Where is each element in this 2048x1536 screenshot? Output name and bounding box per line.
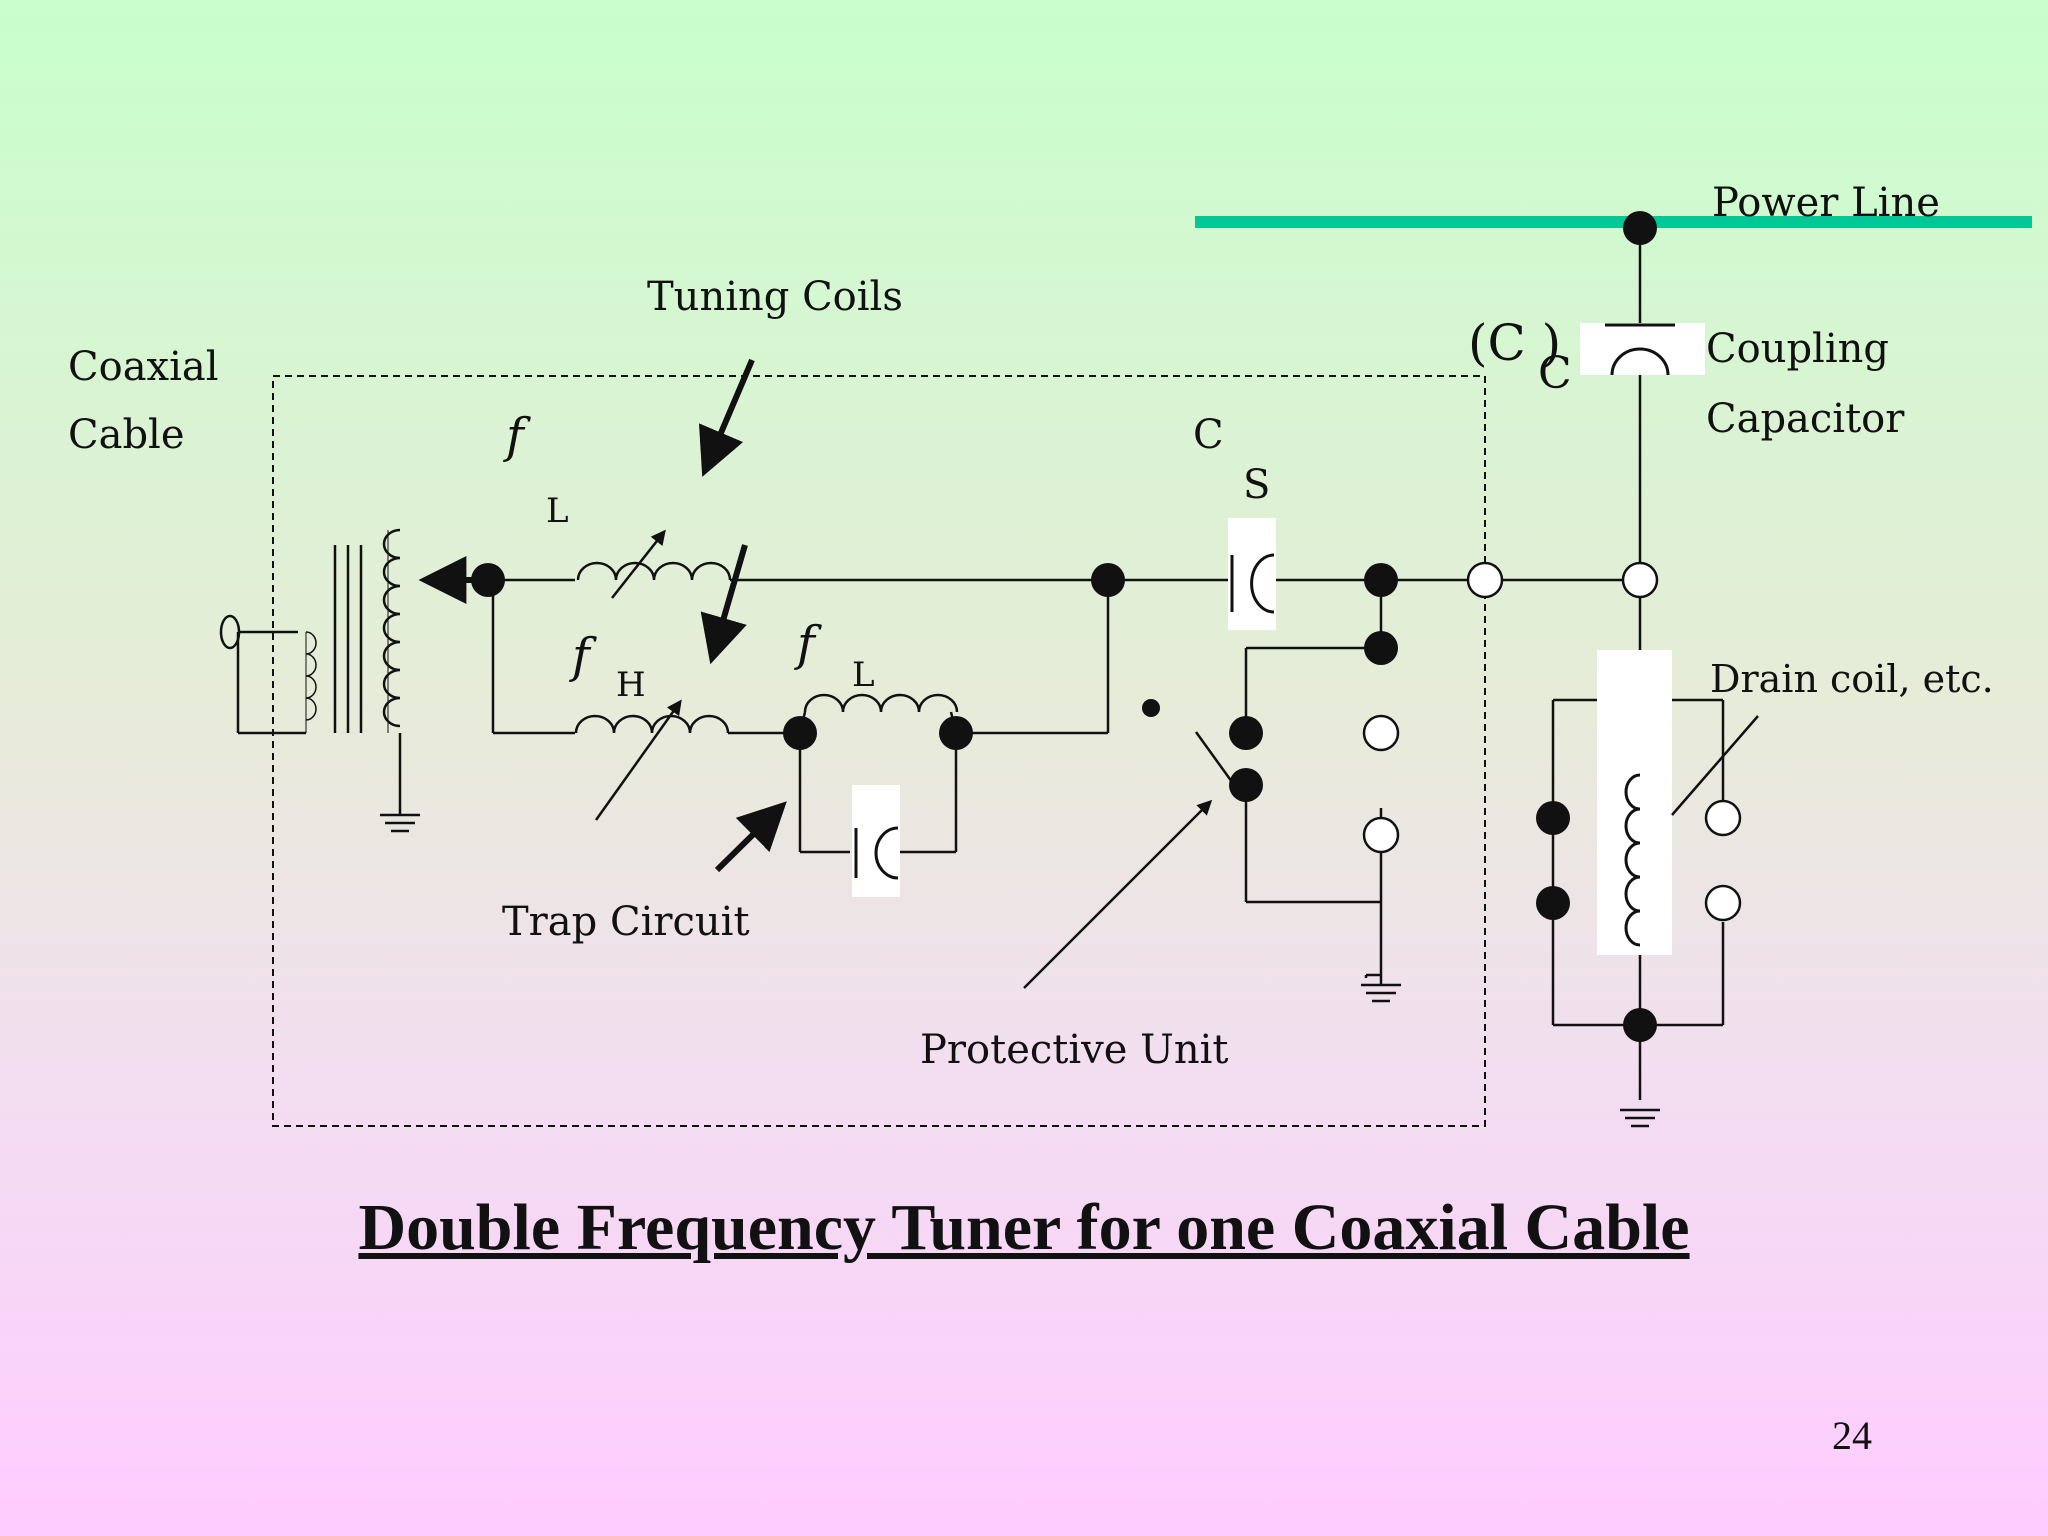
drain-coil-label: Drain coil, etc. bbox=[1710, 657, 1994, 701]
fH-symbol: f bbox=[569, 628, 597, 684]
tuning-coils-label: Tuning Coils bbox=[647, 274, 903, 320]
trap-fL-subscript: L bbox=[852, 655, 875, 695]
fL-symbol: f bbox=[503, 408, 531, 464]
tuning-coils-arrow-2 bbox=[700, 544, 748, 665]
coupling-capacitor bbox=[1580, 323, 1705, 376]
trap-fL-symbol: f bbox=[794, 616, 822, 672]
coaxial-cable-label: Coaxial bbox=[68, 344, 219, 390]
drain-coil bbox=[1597, 650, 1672, 955]
trap-node-left bbox=[783, 716, 817, 750]
coupling-capacitor-label: Coupling bbox=[1706, 326, 1889, 372]
drain-terminal-1 bbox=[1704, 799, 1742, 837]
drain-ground-node bbox=[1623, 1008, 1657, 1042]
fL-subscript: L bbox=[546, 491, 569, 531]
terminal-line-node bbox=[1621, 561, 1659, 599]
pu-switch-node-2 bbox=[1229, 768, 1263, 802]
series-capacitor-cs bbox=[1228, 518, 1276, 630]
pu-node-1 bbox=[1364, 563, 1398, 597]
drain-node-1 bbox=[1536, 801, 1570, 835]
pu-switch-node-1 bbox=[1229, 716, 1263, 750]
protective-unit-label: Protective Unit bbox=[920, 1027, 1228, 1073]
tuning-coils-arrow-1 bbox=[698, 358, 755, 477]
terminal-box-edge bbox=[1466, 561, 1504, 599]
coupling-transformer bbox=[219, 528, 420, 833]
junction-node bbox=[1091, 563, 1125, 597]
trap-circuit-arrow bbox=[714, 801, 787, 873]
coupling-symbol-sub: C bbox=[1538, 348, 1572, 399]
tuning-coil-fH bbox=[574, 699, 730, 821]
power-line-node bbox=[1623, 211, 1657, 245]
drain-node-2 bbox=[1536, 886, 1570, 920]
pu-dot bbox=[1142, 699, 1160, 717]
trap-capacitor bbox=[852, 785, 900, 897]
cs-c-label: C bbox=[1193, 412, 1224, 458]
input-node bbox=[471, 563, 505, 597]
slide-title: Double Frequency Tuner for one Coaxial C… bbox=[358, 1191, 1690, 1264]
coupling-symbol: (C ) bbox=[1468, 314, 1561, 372]
tuning-coil-fL bbox=[576, 529, 732, 599]
drain-terminal-2 bbox=[1704, 884, 1742, 922]
pu-terminal-2 bbox=[1362, 816, 1400, 854]
power-line-label: Power Line bbox=[1712, 180, 1940, 226]
coaxial-cable-label-2: Cable bbox=[68, 412, 185, 458]
coupling-capacitor-label-2: Capacitor bbox=[1706, 396, 1905, 442]
trap-circuit-label: Trap Circuit bbox=[502, 899, 750, 945]
pu-terminal-1 bbox=[1362, 714, 1400, 752]
tuner-enclosure bbox=[272, 375, 1486, 1127]
fH-subscript: H bbox=[616, 665, 646, 705]
cs-s-label: S bbox=[1243, 462, 1270, 508]
trap-node-right bbox=[939, 716, 973, 750]
page-number: 24 bbox=[1832, 1413, 1872, 1458]
protective-unit bbox=[1194, 580, 1401, 1003]
pu-node-2 bbox=[1364, 631, 1398, 665]
trap-circuit bbox=[798, 693, 959, 854]
protective-unit-arrow bbox=[1023, 799, 1213, 989]
